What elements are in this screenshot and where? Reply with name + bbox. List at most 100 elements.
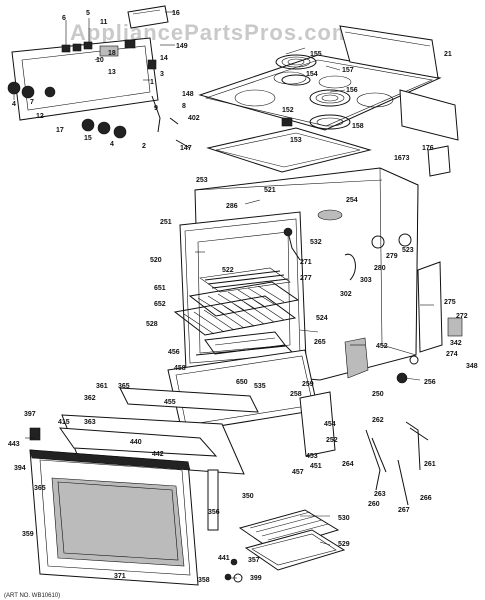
part-label-272: 272 (456, 313, 468, 320)
part-label-7: 7 (30, 99, 34, 106)
part-label-358: 358 (198, 577, 210, 584)
part-label-9: 9 (154, 105, 158, 112)
part-label-8: 8 (182, 103, 186, 110)
oven-rack-assembly (173, 267, 300, 355)
part-label-266: 266 (420, 495, 432, 502)
switch-part (61, 44, 71, 53)
part-label-357: 357 (248, 557, 260, 564)
broiler-pan-assembly (238, 509, 346, 571)
part-label-267: 267 (398, 507, 410, 514)
part-label-529: 529 (338, 541, 350, 548)
part-label-254: 254 (346, 197, 358, 204)
part-label-259: 259 (302, 381, 314, 388)
part-label-440: 440 (130, 439, 142, 446)
part-label-302: 302 (340, 291, 352, 298)
part-label-362: 362 (84, 395, 96, 402)
part-label-264: 264 (342, 461, 354, 468)
door-hinge-part (207, 469, 219, 531)
broiler-pan-insert (238, 509, 340, 551)
oven-body-assembly (179, 167, 463, 384)
art-number-footnote: (ART NO. WB10610) (4, 593, 60, 599)
knob-part (7, 81, 21, 95)
part-label-251: 251 (160, 219, 172, 226)
part-label-520: 520 (150, 257, 162, 264)
oven-light-part (371, 235, 385, 249)
control-panel-assembly (7, 5, 191, 149)
part-label-350: 350 (242, 493, 254, 500)
part-label-397: 397 (24, 411, 36, 418)
part-label-275: 275 (444, 299, 456, 306)
door-latch-part (29, 427, 41, 441)
part-label-342: 342 (450, 340, 462, 347)
part-label-2: 2 (142, 143, 146, 150)
part-label-522: 522 (222, 267, 234, 274)
part-label-4a: 4 (12, 101, 16, 108)
part-label-21: 21 (444, 51, 452, 58)
door-handle-part (119, 387, 259, 413)
cooktop-assembly (198, 25, 459, 177)
part-label-261: 261 (424, 461, 436, 468)
part-label-415: 415 (58, 419, 70, 426)
part-label-452: 452 (376, 343, 388, 350)
part-label-1: 1 (150, 79, 154, 86)
part-label-3: 3 (160, 71, 164, 78)
part-label-176: 176 (422, 145, 434, 152)
part-label-4b: 4 (110, 141, 114, 148)
part-label-451: 451 (310, 463, 322, 470)
part-label-361: 361 (96, 383, 108, 390)
surface-unit-part (275, 54, 317, 70)
part-label-359: 359 (22, 531, 34, 538)
part-label-18: 18 (108, 50, 116, 57)
hinge-part (365, 429, 381, 491)
part-label-153: 153 (290, 137, 302, 144)
part-label-528: 528 (146, 321, 158, 328)
watermark-text: AppliancePartsPros.com (70, 20, 352, 45)
part-label-394: 394 (14, 465, 26, 472)
part-label-265: 265 (314, 339, 326, 346)
part-label-532: 532 (310, 239, 322, 246)
hinge-assembly (365, 421, 429, 506)
part-label-252: 252 (326, 437, 338, 444)
part-label-158: 158 (352, 123, 364, 130)
part-label-156: 156 (346, 87, 358, 94)
part-label-13: 13 (108, 69, 116, 76)
part-label-260: 260 (368, 501, 380, 508)
side-panel-part (417, 261, 443, 353)
oven-door-assembly (29, 387, 259, 586)
part-label-11: 11 (100, 19, 108, 26)
part-label-458: 458 (174, 365, 186, 372)
small-plate-part (427, 145, 451, 177)
part-label-650: 650 (236, 379, 248, 386)
part-label-521: 521 (264, 187, 276, 194)
part-label-1673: 1673 (394, 155, 410, 162)
part-label-303: 303 (360, 277, 372, 284)
part-label-258: 258 (290, 391, 302, 398)
part-labels: 5 6 11 16 149 10 18 13 14 3 1 4 7 12 17 … (8, 10, 478, 584)
receptacle-part (281, 117, 293, 127)
part-label-652: 652 (154, 301, 166, 308)
clock-part (99, 45, 119, 57)
part-label-12: 12 (36, 113, 44, 120)
part-label-152: 152 (282, 107, 294, 114)
part-label-155: 155 (310, 51, 322, 58)
part-label-524: 524 (316, 315, 328, 322)
part-label-157: 157 (342, 67, 354, 74)
part-label-441: 441 (218, 555, 230, 562)
part-label-10: 10 (96, 57, 104, 64)
part-label-147: 147 (180, 145, 192, 152)
part-label-277: 277 (300, 275, 312, 282)
part-label-530: 530 (338, 515, 350, 522)
part-label-154: 154 (306, 71, 318, 78)
part-label-279: 279 (386, 253, 398, 260)
part-label-271: 271 (300, 259, 312, 266)
part-label-356: 356 (208, 509, 220, 516)
part-label-535: 535 (254, 383, 266, 390)
part-label-455: 455 (164, 399, 176, 406)
part-label-17: 17 (56, 127, 64, 134)
storage-drawer-assembly (167, 349, 336, 457)
part-label-148: 148 (182, 91, 194, 98)
broiler-pan (244, 529, 346, 571)
part-label-453: 453 (306, 453, 318, 460)
part-label-365b: 365 (34, 485, 46, 492)
part-label-651: 651 (154, 285, 166, 292)
